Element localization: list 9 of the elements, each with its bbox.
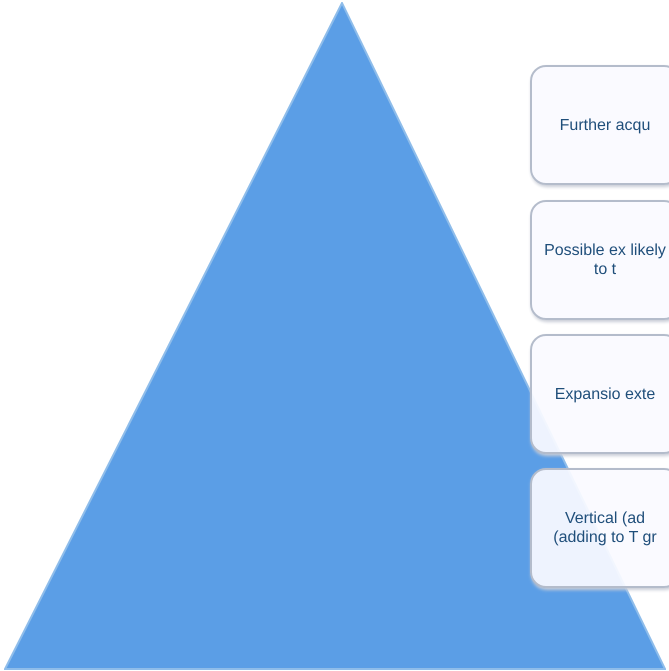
rounded-box xyxy=(530,468,669,588)
rounded-box xyxy=(530,334,669,454)
rounded-box xyxy=(530,200,669,320)
box-text: Further acqu xyxy=(558,116,652,134)
box-text: Vertical (ad (adding to T gr xyxy=(552,509,658,547)
rounded-box xyxy=(530,65,669,185)
box-text: Possible ex likely to t xyxy=(543,241,667,279)
triangle-shape xyxy=(4,2,666,670)
box-text: Expansio exte xyxy=(554,384,656,404)
